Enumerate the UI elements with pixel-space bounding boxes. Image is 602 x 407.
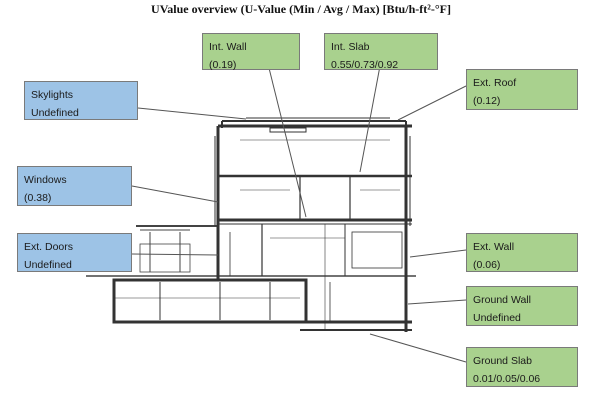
- callout-windows: Windows (0.38): [17, 166, 132, 206]
- callout-ground-slab-value: 0.01/0.05/0.06: [473, 373, 541, 385]
- building-section: [214, 124, 412, 330]
- callout-int-wall: Int. Wall (0.19): [202, 33, 300, 71]
- callout-skylights-name: Skylights: [31, 89, 74, 101]
- callout-ext-doors-value: Undefined: [24, 259, 72, 271]
- roof: [221, 117, 407, 133]
- callout-ext-roof-name: Ext. Roof: [473, 77, 517, 89]
- entrance-canopy: [136, 225, 218, 273]
- callout-skylights-value: Undefined: [31, 107, 79, 119]
- callout-int-slab: Int. Slab 0.55/0.73/0.92: [324, 33, 438, 71]
- callout-ext-wall: Ext. Wall (0.06): [466, 233, 578, 272]
- callout-ext-roof: Ext. Roof (0.12): [466, 69, 578, 110]
- callout-ext-roof-value: (0.12): [473, 95, 501, 107]
- callout-int-slab-value: 0.55/0.73/0.92: [331, 59, 399, 71]
- callout-windows-value: (0.38): [24, 192, 52, 204]
- basement: [112, 278, 412, 332]
- callout-int-slab-name: Int. Slab: [331, 41, 370, 53]
- callout-ext-wall-name: Ext. Wall: [473, 241, 515, 253]
- callout-int-wall-name: Int. Wall: [209, 41, 247, 53]
- callout-ext-doors-name: Ext. Doors: [24, 241, 74, 253]
- callout-ext-doors: Ext. Doors Undefined: [17, 233, 132, 272]
- callout-windows-name: Windows: [24, 174, 67, 186]
- callout-ground-slab: Ground Slab 0.01/0.05/0.06: [466, 347, 578, 387]
- leader-lines: [131, 63, 467, 363]
- callout-ext-wall-value: (0.06): [473, 259, 501, 271]
- callout-ground-wall-name: Ground Wall: [473, 294, 531, 306]
- diagram-title: UValue overview (U-Value (Min / Avg / Ma…: [151, 2, 451, 16]
- callout-skylights: Skylights Undefined: [24, 81, 138, 120]
- callout-int-wall-value: (0.19): [209, 59, 237, 71]
- callout-ground-slab-name: Ground Slab: [473, 355, 532, 367]
- callout-ground-wall-value: Undefined: [473, 312, 521, 324]
- callout-ground-wall: Ground Wall Undefined: [466, 286, 578, 326]
